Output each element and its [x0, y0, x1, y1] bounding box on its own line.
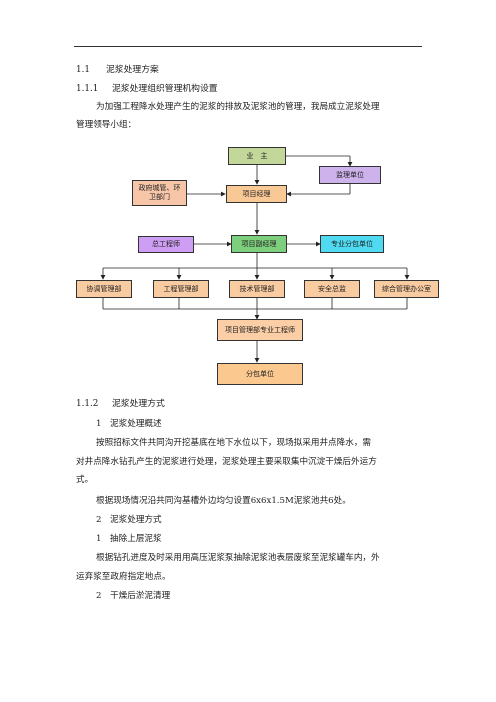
org-box-professional-engineer: 项目管理部专业工程师: [217, 319, 303, 341]
org-box-technical-dept: 技术管理部: [229, 280, 285, 298]
heading-number: 1.1: [76, 65, 90, 75]
org-box-gov: 政府城管、环卫部门: [132, 180, 187, 206]
para-3-line-1: 根据钻孔进度及时采用用高压泥浆泵抽除泥浆池表层废浆至泥浆罐车内，外: [96, 553, 380, 563]
org-box-subcontractor: 分包单位: [217, 363, 303, 385]
org-box-chief-engineer: 总工程师: [138, 236, 194, 253]
heading-title: 泥浆处理方案: [106, 65, 159, 75]
para-1-line-1: 按照招标文件共同沟开挖基底在地下水位以下，现场拟采用井点降水，需: [96, 438, 372, 448]
para-2: 根据现场情况沿共同沟基槽外边均匀设置6x6x1.5M泥浆池共6处。: [96, 496, 351, 506]
heading-title: 泥浆处理方式: [112, 399, 165, 409]
heading-1-1-2: 1.1.2 泥浆处理方式: [76, 398, 165, 410]
heading-1-1-1: 1.1.1 泥浆处理组织管理机构设置: [76, 83, 218, 95]
heading-number: 1.1.2: [76, 399, 99, 409]
org-box-safety-director: 安全总监: [304, 280, 360, 298]
subheading-2-2: 2 干燥后淤泥清理: [96, 591, 171, 601]
heading-number: 1.1.1: [76, 84, 99, 94]
org-box-pm: 项目经理: [226, 185, 287, 203]
org-box-deputy-pm: 项目副经理: [231, 235, 287, 253]
intro-line-2: 管理领导小组：: [76, 120, 137, 130]
para-1-line-2: 对井点降水钻孔产生的泥浆进行处理，泥浆处理主要采取集中沉淀干燥后外运方: [76, 457, 377, 467]
header-rule: [74, 46, 422, 47]
para-3-line-2: 运弃浆至政府指定地点。: [76, 572, 171, 582]
subheading-2: 2 泥浆处理方式: [96, 515, 162, 525]
subheading-1: 1 泥浆处理概述: [96, 419, 162, 429]
org-box-engineering-dept: 工程管理部: [153, 280, 209, 298]
org-box-supervisor: 监理单位: [319, 166, 381, 184]
heading-title: 泥浆处理组织管理机构设置: [112, 84, 218, 94]
heading-1-1: 1.1 泥浆处理方案: [76, 64, 159, 76]
org-box-professional-subcontractor: 专业分包单位: [320, 235, 384, 253]
intro-line-1: 为加强工程降水处理产生的泥浆的排放及泥浆池的管理，我局成立泥浆处理: [96, 102, 380, 112]
para-1-line-3: 式。: [76, 475, 94, 485]
subheading-2-1: 1 抽除上层泥浆: [96, 534, 162, 544]
org-box-general-office: 综合管理办公室: [374, 280, 439, 298]
org-box-coordination-dept: 协调管理部: [76, 280, 132, 298]
org-box-owner: 业 主: [228, 147, 286, 165]
